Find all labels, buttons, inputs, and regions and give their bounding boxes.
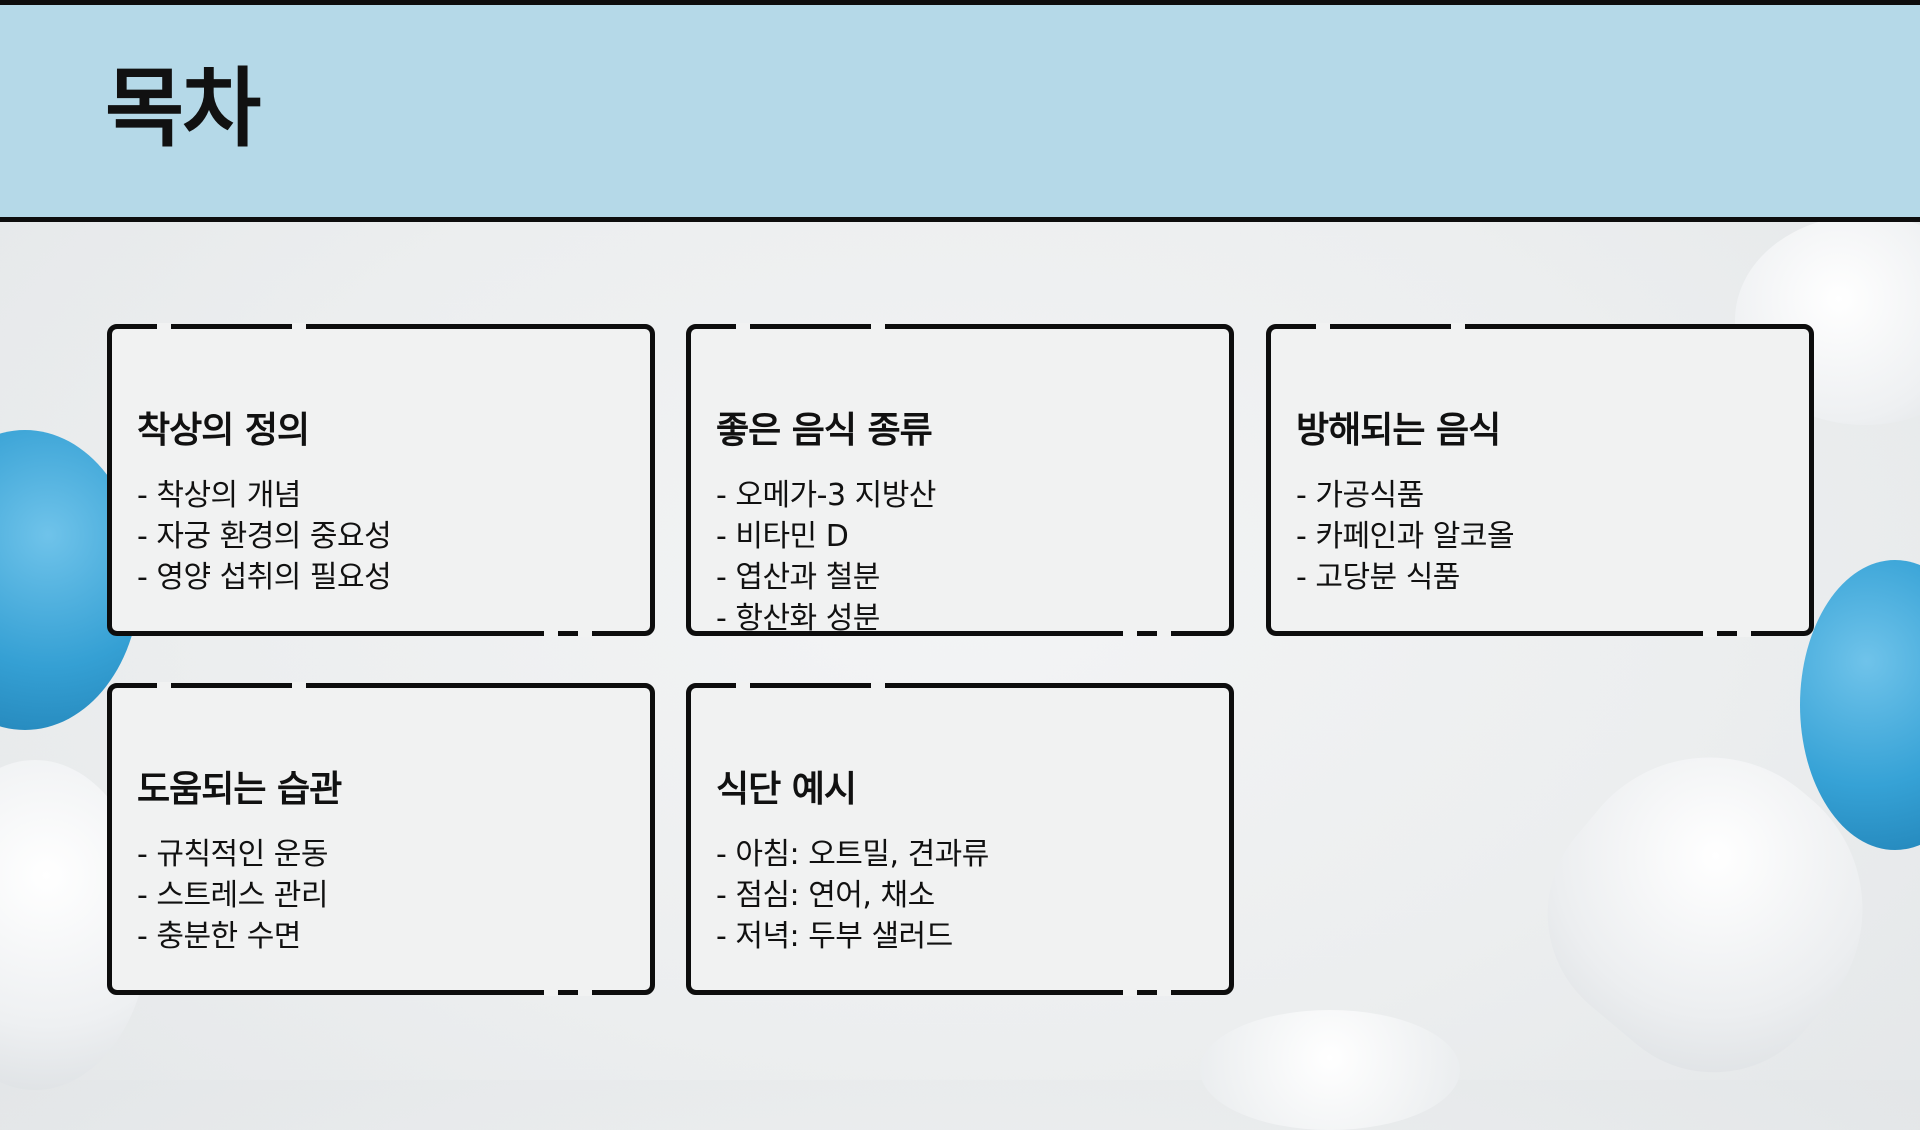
card-title: 도움되는 습관 <box>137 769 342 810</box>
toc-card-meal-examples: 식단 예시 - 아침: 오트밀, 견과류 - 점심: 연어, 채소 - 저녁: … <box>686 682 1234 996</box>
border-gap <box>544 630 558 637</box>
border-gap <box>1123 989 1137 996</box>
border-gap <box>871 323 885 330</box>
card-title: 착상의 정의 <box>137 410 310 451</box>
list-item: - 비타민 D <box>716 519 849 554</box>
list-item: - 영양 섭취의 필요성 <box>137 560 392 595</box>
list-item: - 엽산과 철분 <box>716 560 880 595</box>
card-list: - 규칙적인 운동 - 스트레스 관리 - 충분한 수면 <box>137 834 329 957</box>
toc-card-harmful-foods: 방해되는 음식 - 가공식품 - 카페인과 알코올 - 고당분 식품 <box>1266 323 1814 637</box>
list-item: - 점심: 연어, 채소 <box>716 878 935 913</box>
list-item: - 오메가-3 지방산 <box>716 478 936 513</box>
list-item: - 항산화 성분 <box>716 601 880 636</box>
list-item: - 자궁 환경의 중요성 <box>137 519 392 554</box>
card-list: - 착상의 개념 - 자궁 환경의 중요성 - 영양 섭취의 필요성 <box>137 475 392 598</box>
border-gap <box>578 989 592 996</box>
toc-card-implantation-definition: 착상의 정의 - 착상의 개념 - 자궁 환경의 중요성 - 영양 섭취의 필요… <box>107 323 655 637</box>
toc-card-good-foods: 좋은 음식 종류 - 오메가-3 지방산 - 비타민 D - 엽산과 철분 - … <box>686 323 1234 639</box>
list-item: - 스트레스 관리 <box>137 878 329 913</box>
border-gap <box>1451 323 1465 330</box>
border-gap <box>292 323 306 330</box>
border-gap <box>578 630 592 637</box>
border-gap <box>157 323 171 330</box>
border-gap <box>1737 630 1751 637</box>
card-title: 식단 예시 <box>716 769 857 810</box>
border-gap <box>871 682 885 689</box>
list-item: - 착상의 개념 <box>137 478 301 513</box>
title-banner: 목차 <box>0 0 1920 222</box>
list-item: - 가공식품 <box>1296 478 1424 513</box>
border-gap <box>1703 630 1717 637</box>
list-item: - 저녁: 두부 샐러드 <box>716 919 953 954</box>
border-gap <box>544 989 558 996</box>
border-gap <box>1316 323 1330 330</box>
list-item: - 아침: 오트밀, 견과류 <box>716 837 989 872</box>
list-item: - 충분한 수면 <box>137 919 301 954</box>
heart-decoration-bottom-center <box>1200 1010 1460 1130</box>
border-gap <box>1123 630 1137 637</box>
border-gap <box>292 682 306 689</box>
card-list: - 가공식품 - 카페인과 알코올 - 고당분 식품 <box>1296 475 1515 598</box>
border-gap <box>736 682 750 689</box>
card-list: - 아침: 오트밀, 견과류 - 점심: 연어, 채소 - 저녁: 두부 샐러드 <box>716 834 989 957</box>
toc-card-helpful-habits: 도움되는 습관 - 규칙적인 운동 - 스트레스 관리 - 충분한 수면 <box>107 682 655 996</box>
list-item: - 규칙적인 운동 <box>137 837 329 872</box>
border-gap <box>1157 630 1171 637</box>
page-title: 목차 <box>105 59 261 159</box>
card-title: 방해되는 음식 <box>1296 410 1501 451</box>
border-gap <box>1157 989 1171 996</box>
list-item: - 카페인과 알코올 <box>1296 519 1515 554</box>
border-gap <box>736 323 750 330</box>
border-gap <box>157 682 171 689</box>
card-list: - 오메가-3 지방산 - 비타민 D - 엽산과 철분 - 항산화 성분 <box>716 475 936 639</box>
list-item: - 고당분 식품 <box>1296 560 1460 595</box>
card-title: 좋은 음식 종류 <box>716 410 933 451</box>
